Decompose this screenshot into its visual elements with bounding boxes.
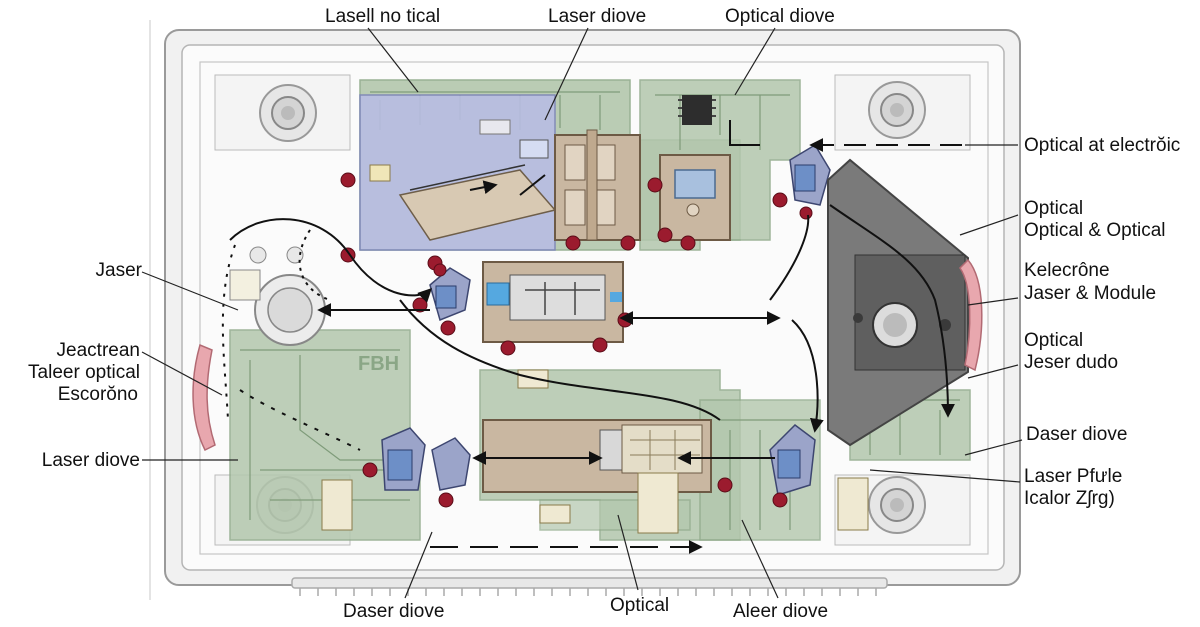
label-right-3a: Kelecrône <box>1024 260 1110 281</box>
label-top-mid: Laser diove <box>548 6 647 27</box>
label-left-2c: Escorŏno <box>57 384 138 405</box>
label-bottom-2: Optical <box>610 595 670 616</box>
label-left-2a: Jeactrean <box>56 340 140 361</box>
board-mark: FBH <box>358 353 399 375</box>
heatsink-fins <box>291 577 888 596</box>
laser-diode-block-top <box>554 129 641 241</box>
label-top-left: Lasell no tical <box>325 6 441 27</box>
left-lens-barrel <box>229 246 326 346</box>
label-right-4a: Optical <box>1024 330 1084 351</box>
label-right-5: Daser diove <box>1026 424 1128 445</box>
right-mirror-plate <box>827 158 969 447</box>
optical-lenses <box>381 143 831 496</box>
label-bottom-3: Aleer diove <box>733 601 829 622</box>
label-right-2a: Optical <box>1024 198 1084 219</box>
label-right-2b: Optical & Optical <box>1024 220 1166 241</box>
label-left-1: Jaser <box>95 260 142 281</box>
ic-chip <box>678 95 716 125</box>
central-laser-module <box>482 261 624 343</box>
label-right-4b: Jeser dudo <box>1024 352 1119 373</box>
small-components <box>321 369 869 534</box>
leader-lines <box>141 27 1023 599</box>
label-right-6b: Icalor Zʃrg) <box>1024 488 1115 509</box>
label-bottom-1: Daser diove <box>343 601 445 622</box>
label-right-3b: Jaser & Module <box>1024 283 1157 304</box>
optical-diode-holder-top <box>659 154 731 241</box>
label-right-6a: Laser Pfưle <box>1024 466 1123 487</box>
label-left-3: Laser diove <box>41 450 140 471</box>
label-right-1: Optical at electrŏic <box>1024 135 1181 156</box>
label-left-2b: Taleer optical <box>28 362 140 383</box>
beam-paths <box>221 120 965 554</box>
label-top-right: Optical diove <box>725 6 835 27</box>
laser-chip-panel <box>359 94 557 251</box>
